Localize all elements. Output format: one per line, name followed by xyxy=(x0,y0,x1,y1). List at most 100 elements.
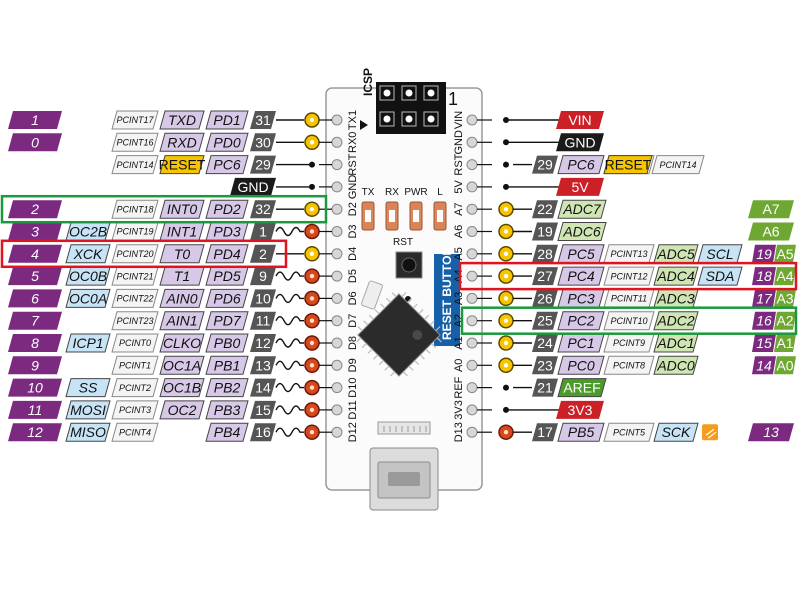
digital-pin-number-text: 1 xyxy=(31,112,39,128)
signal-wire xyxy=(275,226,304,237)
chip-pin-number-shape xyxy=(250,267,276,286)
chip-pin-number-text: 24 xyxy=(537,335,553,351)
alt-function-label: TXD xyxy=(159,110,205,130)
pcint-label: PCINT2 xyxy=(111,378,159,398)
digital-pin-number: 13 xyxy=(748,423,794,442)
header-pin-hole xyxy=(331,159,343,171)
alt-function-label: INT0 xyxy=(159,199,205,219)
header-pin-hole xyxy=(331,292,343,304)
alt-function-label-text: T0 xyxy=(174,246,191,262)
pcint-label-text: PCINT3 xyxy=(119,405,151,415)
port-label-shape xyxy=(205,378,249,398)
pcint-label-text: PCINT17 xyxy=(116,115,154,125)
port-label-text: PB3 xyxy=(214,402,241,418)
header-silkscreen-label: D13 xyxy=(453,422,465,442)
alt-function-label: T0 xyxy=(159,244,205,264)
chip-pin-number: 1 xyxy=(250,222,276,241)
signal-wire xyxy=(275,360,304,370)
port-label: PD3 xyxy=(205,222,249,241)
header-pin-hole xyxy=(331,315,343,327)
chip-pin-number-text: 11 xyxy=(256,313,271,329)
port-label-text: PC6 xyxy=(567,157,594,173)
header-pin-hole xyxy=(466,226,478,237)
chip-pin-number: 16 xyxy=(250,423,276,442)
digital-pin-number: 19 xyxy=(752,244,776,263)
port-label-text: PD4 xyxy=(213,246,240,262)
header-pin-hole xyxy=(331,337,343,349)
port-label-shape xyxy=(557,355,605,375)
spi-label-text: SCK xyxy=(662,424,691,440)
chip-pin-number-text: 2 xyxy=(259,246,267,262)
pin-function-label-shape xyxy=(65,244,111,264)
adc-label-shape xyxy=(653,355,699,375)
chip-pin-number: 24 xyxy=(532,334,558,352)
signal-cap-center xyxy=(309,229,315,234)
pcint-label: PCINT14 xyxy=(111,155,159,175)
pin-function-label: OC2B xyxy=(65,222,111,241)
header-pin-hole xyxy=(331,181,343,193)
port-label-shape xyxy=(205,311,249,331)
alt-function-label: CLKO xyxy=(159,333,205,353)
chip-pin-number: 26 xyxy=(532,289,558,308)
alt-function-label-text: TXD xyxy=(168,112,196,128)
header-silkscreen-label: TX1 xyxy=(347,110,359,130)
adc-label-text: ADC6 xyxy=(562,224,601,240)
adc-label: ADC2 xyxy=(653,311,699,331)
adc-label: ADC5 xyxy=(653,244,699,264)
digital-pin-number-shape xyxy=(8,200,62,219)
header-pin-hole xyxy=(466,270,478,282)
pcint-label-shape xyxy=(111,288,159,308)
chip-pin-number-text: 23 xyxy=(537,357,553,373)
pin-function-label-text: MISO xyxy=(70,424,106,440)
port-label-text: PC0 xyxy=(567,357,594,373)
port-label: PD2 xyxy=(205,199,249,219)
header-pin-hole xyxy=(466,404,478,416)
alt-function-label-shape xyxy=(159,244,205,264)
chip-pin-number: 19 xyxy=(532,222,558,241)
mini-usb-connector xyxy=(369,421,439,511)
port-label: PC5 xyxy=(557,244,605,264)
power-label: 3V3 xyxy=(556,400,604,419)
port-label-shape xyxy=(205,244,249,264)
pcint-label: PCINT1 xyxy=(111,355,159,375)
port-label-text: PD2 xyxy=(213,201,240,217)
adc-label-text: ADC7 xyxy=(562,201,602,217)
chip-pin-number-shape xyxy=(532,334,558,352)
adc-label-text: AREF xyxy=(563,380,600,396)
signal-wire xyxy=(275,293,304,304)
alt-function-label: T1 xyxy=(159,266,205,286)
adc-label-text: ADC3 xyxy=(656,290,695,306)
analog-pin-label-shape xyxy=(774,244,796,263)
header-pin-hole xyxy=(331,248,343,260)
pcint-label: PCINT0 xyxy=(111,333,159,353)
pcint-label: PCINT23 xyxy=(111,311,159,331)
header-silkscreen-label: A7 xyxy=(453,202,465,215)
alt-function-label: AIN1 xyxy=(159,311,205,331)
port-label-text: PD0 xyxy=(213,134,240,150)
pcint-label: PCINT5 xyxy=(603,422,655,442)
header-silkscreen-label: D4 xyxy=(347,247,359,261)
pcint-label-shape xyxy=(111,333,159,353)
chip-pin-number-text: 28 xyxy=(537,246,553,262)
port-label: PC6 xyxy=(205,155,249,175)
header-pin-hole xyxy=(466,382,478,394)
digital-pin-number: 17 xyxy=(752,289,776,308)
analog-pin-label: A3 xyxy=(774,289,796,308)
adc-label: ADC6 xyxy=(557,222,607,241)
alt-function-label-text: T1 xyxy=(174,268,190,284)
chip-pin-number-text: 25 xyxy=(537,313,553,329)
header-pin-hole xyxy=(331,382,343,394)
alt-function-label-text: OC1B xyxy=(163,380,201,396)
pcint-label: PCINT3 xyxy=(111,400,159,420)
signal-dot xyxy=(309,161,315,168)
right-pin-labels: VINGNDRST5VA7A6A5A4A3A2A1A0REF3V3D13VING… xyxy=(453,111,796,442)
alt-function-label-shape xyxy=(159,333,205,353)
i2c-label: SCL xyxy=(697,244,743,264)
highlight-boxes xyxy=(0,194,798,335)
digital-pin-number: 4 xyxy=(8,244,62,263)
chip-pin-number: 25 xyxy=(532,311,558,330)
chip-pin-number: 15 xyxy=(250,400,276,419)
pcint-label-shape xyxy=(111,132,159,152)
